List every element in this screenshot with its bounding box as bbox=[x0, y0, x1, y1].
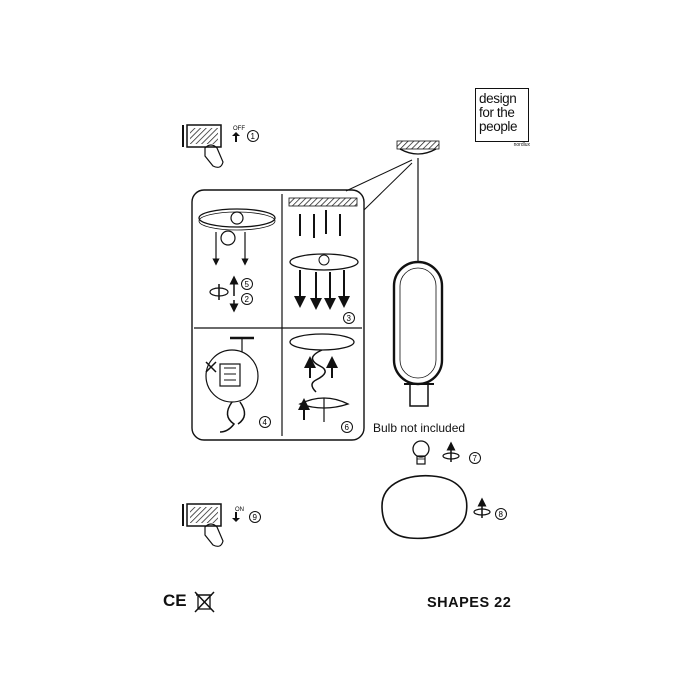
step-9-number: 9 bbox=[253, 513, 258, 522]
step-5-marker: 5 bbox=[241, 278, 253, 290]
instruction-panel bbox=[191, 159, 413, 441]
step-2-marker: 2 bbox=[241, 293, 253, 305]
step-7-number: 7 bbox=[473, 454, 478, 463]
ce-mark: CE bbox=[163, 591, 187, 610]
step-3-marker: 3 bbox=[343, 312, 355, 324]
brand-logo: design for the people nordlux bbox=[475, 88, 530, 148]
glass-shade-icon bbox=[381, 474, 468, 540]
rotate-arrow-icon bbox=[442, 441, 460, 462]
logo-subbrand: nordlux bbox=[513, 142, 530, 148]
step-5-number: 5 bbox=[245, 280, 250, 289]
step-4-marker: 4 bbox=[259, 416, 271, 428]
step-8-number: 8 bbox=[499, 510, 504, 519]
step-3-number: 3 bbox=[347, 314, 352, 323]
step-9-marker: 9 bbox=[249, 511, 261, 523]
logo-line-3: people bbox=[479, 119, 518, 134]
bulb-not-included-note: Bulb not included bbox=[373, 421, 466, 435]
ceiling-mounting-icon bbox=[288, 197, 359, 310]
logo-line-2: for the bbox=[479, 105, 515, 120]
step-6-marker: 6 bbox=[341, 421, 353, 433]
canopy-attach-icon bbox=[289, 333, 355, 422]
fuse-box-on-icon bbox=[182, 503, 240, 547]
wiring-terminal-icon bbox=[205, 336, 259, 433]
step-4-number: 4 bbox=[263, 418, 268, 427]
light-bulb-icon bbox=[412, 440, 430, 465]
product-name: SHAPES 22 bbox=[427, 595, 512, 611]
step-7-marker: 7 bbox=[469, 452, 481, 464]
fuse-box-off-icon bbox=[182, 124, 240, 168]
pendant-lamp-icon bbox=[392, 140, 444, 407]
step-1-marker: 1 bbox=[247, 130, 259, 142]
logo-line-1: design bbox=[479, 91, 517, 106]
canopy-plate-icon bbox=[198, 208, 276, 313]
weee-bin-icon bbox=[194, 591, 215, 613]
step-6-number: 6 bbox=[345, 423, 350, 432]
rotate-arrow-icon bbox=[473, 497, 491, 518]
step-8-marker: 8 bbox=[495, 508, 507, 520]
switch-off-label: OFF bbox=[233, 126, 245, 132]
switch-on-label: ON bbox=[235, 507, 244, 513]
step-1-number: 1 bbox=[251, 132, 256, 141]
step-2-number: 2 bbox=[245, 295, 250, 304]
